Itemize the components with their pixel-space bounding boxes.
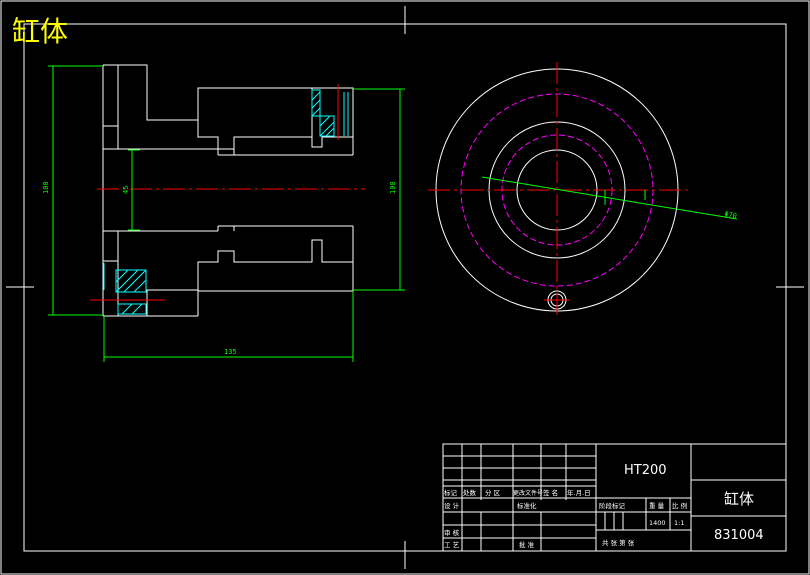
drawing-number: 831004 [714, 528, 764, 543]
front-view-dim-text: 100 45 100 135 [42, 181, 397, 356]
dim-text-bore: 45 [122, 186, 130, 194]
part-name: 缸体 [724, 490, 754, 508]
side-view: Φ70 [428, 62, 738, 316]
scale-value: 1:1 [674, 519, 684, 527]
hdr-mark: 标记 [444, 488, 458, 497]
lbl-std: 标准化 [517, 501, 537, 510]
dim-text-height-right: 100 [389, 181, 397, 194]
dim-text-length: 135 [224, 348, 237, 356]
sheet-title: 缸体 [12, 15, 68, 48]
side-view-centerlines [428, 62, 688, 316]
weight-value: 1400 [649, 519, 666, 527]
section-hatch [103, 89, 349, 315]
lbl-approve: 批 准 [519, 540, 535, 549]
title-block [442, 443, 787, 552]
hdr-sign: 签 名 [543, 488, 558, 497]
dim-text-pitch: Φ70 [724, 210, 738, 220]
lbl-sheets: 共 张 第 张 [602, 538, 635, 547]
front-view-dimensions [48, 65, 405, 362]
lbl-process: 工 艺 [444, 541, 460, 549]
lbl-design: 设 计 [444, 501, 460, 510]
lbl-weight: 重 量 [649, 502, 665, 510]
front-view: 100 45 100 135 [42, 64, 405, 362]
front-view-outline [102, 64, 354, 317]
hdr-date: 年.月.日 [567, 488, 591, 497]
dim-leader-pitch [481, 176, 738, 220]
side-view-dimension [481, 176, 738, 220]
hdr-count: 处数 [463, 488, 477, 497]
lbl-review: 审 核 [444, 528, 460, 537]
material: HT200 [624, 463, 667, 478]
front-view-centerlines [90, 84, 365, 301]
hdr-zone: 分 区 [485, 488, 501, 497]
dim-text-height-left: 100 [42, 181, 50, 194]
lbl-scale: 比 例 [672, 501, 687, 510]
hdr-docno: 更改文件号 [513, 489, 543, 497]
title-block-text: HT200 缸体 831004 标记 处数 分 区 更改文件号 签 名 年.月.… [444, 463, 764, 549]
lbl-stage: 阶段标记 [599, 501, 626, 510]
